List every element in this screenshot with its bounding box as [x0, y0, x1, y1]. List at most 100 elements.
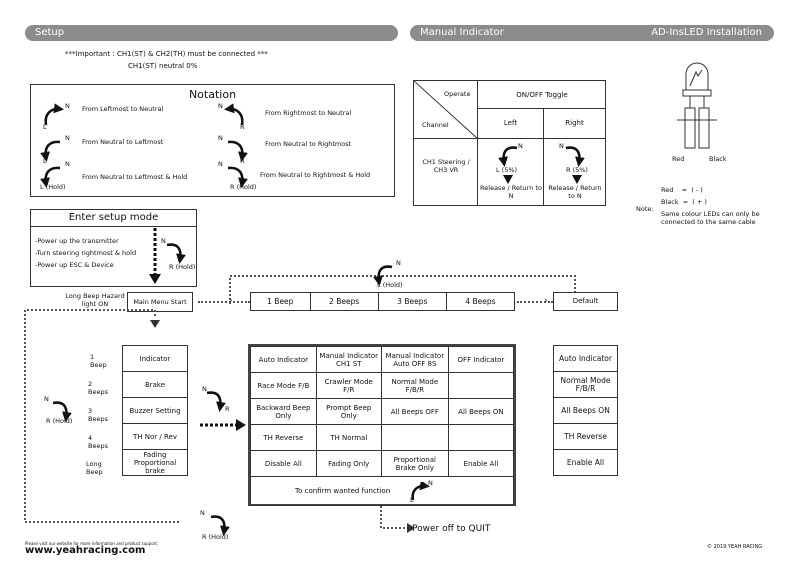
- options-table: Auto Indicator Manual Indicator CH1 ST M…: [250, 346, 515, 506]
- option-cell: [447, 372, 515, 399]
- menu-beeps: Long Beep: [86, 460, 103, 476]
- n-label: N: [44, 395, 49, 403]
- red-polarity: Red = ( - ): [661, 186, 703, 194]
- chevron-right-icon: ›: [544, 296, 548, 306]
- black-label: Black: [709, 155, 727, 163]
- l-hold-label: L (Hold): [40, 183, 66, 191]
- option-cell: Disable All: [250, 450, 317, 477]
- l-label: L: [410, 496, 414, 504]
- option-cell: [380, 424, 449, 451]
- option-cell: All Beeps ON: [447, 398, 515, 425]
- arrow-icon: [498, 146, 518, 167]
- n-label: N: [518, 142, 523, 150]
- n-label: N: [428, 479, 433, 487]
- arrow-icon: [411, 482, 430, 501]
- beep-cell: 1 Beep: [250, 292, 311, 311]
- default-cell: All Beeps ON: [553, 397, 618, 424]
- confirm-text: To confirm wanted function: [295, 487, 391, 495]
- beep-cell: 2 Beeps: [309, 292, 379, 311]
- same-colour-note: Same colour LEDs can only be connected t…: [661, 210, 760, 226]
- confirm-cell: To confirm wanted function: [250, 476, 514, 506]
- black-polarity: Black = ( + ): [661, 198, 707, 206]
- important-note: ***Important : CH1(ST) & CH2(TH) must be…: [65, 50, 268, 58]
- long-beep-label: Long Beep Hazard light ON: [65, 292, 125, 308]
- option-cell: Enable All: [447, 450, 515, 477]
- n-label: N: [161, 237, 166, 245]
- menu-item: Indicator: [122, 345, 188, 372]
- arrow-icon: [565, 146, 585, 167]
- right-label: Right: [565, 119, 584, 127]
- l-label: L: [43, 123, 47, 131]
- arrow-icon: [224, 103, 244, 126]
- ch1-label: CH1 Steering / CH3 VR: [422, 158, 470, 174]
- l-hold-label: L (Hold): [377, 281, 403, 289]
- default-box: Default: [553, 292, 618, 311]
- n-label: N: [559, 142, 564, 150]
- option-cell: All Beeps OFF: [380, 398, 449, 425]
- menu-beeps: 3 Beeps: [88, 407, 108, 423]
- arrow-icon: [40, 166, 61, 188]
- left-loop: [24, 309, 180, 523]
- r-label: R: [240, 123, 245, 131]
- channel-label: Channel: [422, 121, 449, 129]
- option-cell: TH Reverse: [250, 424, 317, 451]
- manual-header: Manual Indicator AD-InsLED Installation: [410, 25, 774, 41]
- red-label: Red: [672, 155, 685, 163]
- option-cell: Manual Indicator CH1 ST: [315, 346, 382, 373]
- release-left: Release / Return to N: [480, 184, 542, 200]
- setup-header: Setup: [25, 25, 398, 41]
- arrow-icon: [166, 243, 186, 264]
- toggle-label: ON/OFF Toggle: [516, 91, 568, 99]
- option-cell: Auto Indicator: [250, 346, 317, 373]
- defaults-table: Auto Indicator Normal Mode F/B/R All Bee…: [553, 345, 618, 476]
- default-cell: Auto Indicator: [553, 345, 618, 372]
- arrow-icon: [373, 265, 393, 286]
- menu-item: Buzzer Setting: [122, 397, 188, 424]
- menu-item: TH Nor / Rev: [122, 423, 188, 450]
- down-arrow-icon: [149, 228, 161, 284]
- arrow-icon: [210, 515, 230, 536]
- setup-step-2: -Turn steering rightmost & hold: [35, 249, 137, 257]
- r-label: R: [240, 157, 245, 165]
- option-cell: TH Normal: [315, 424, 382, 451]
- r-label: R: [225, 405, 230, 413]
- setup-step-1: -Power up the transmitter: [35, 237, 119, 245]
- menu-beeps: 1 Beep: [90, 353, 107, 369]
- n-label: N: [218, 102, 223, 110]
- led-diagram: [677, 62, 717, 149]
- note-label: Note:: [636, 205, 654, 213]
- operate-label: Operate: [444, 90, 471, 98]
- n-label: N: [218, 160, 223, 168]
- option-cell: Backward Beep Only: [250, 398, 317, 425]
- manual-table: Operate Channel ON/OFF Toggle Left Right…: [413, 80, 606, 206]
- default-cell: TH Reverse: [553, 423, 618, 450]
- main-menu-start-box: Main Menu Start: [127, 292, 193, 312]
- menu-beeps: 4 Beeps: [88, 434, 108, 450]
- r-hold-label: R (Hold): [46, 417, 73, 425]
- copyright: © 2019 YEAH RACING: [707, 544, 763, 550]
- menu-table: Indicator Brake Buzzer Setting TH Nor / …: [122, 345, 188, 476]
- notation-text: From Neutral to Rightmost & Hold: [260, 171, 371, 179]
- connector-dots: [517, 301, 553, 303]
- left-label: Left: [503, 119, 518, 127]
- notation-box: Notation: [30, 84, 395, 197]
- l-label: L: [43, 157, 47, 165]
- connector-dots: [198, 301, 250, 303]
- option-cell: Race Mode F/B: [250, 372, 317, 399]
- option-cell: [447, 424, 515, 451]
- footer-url[interactable]: www.yeahracing.com: [25, 545, 146, 556]
- option-cell: Manual Indicator Auto OFF 8S: [380, 346, 449, 373]
- l-pct-label: L (5%): [496, 166, 518, 174]
- n-label: N: [218, 134, 223, 142]
- setup-step-3: -Power up ESC & Device: [35, 261, 114, 269]
- r-hold-label: R (Hold): [169, 263, 196, 271]
- enter-setup-box: Enter setup mode -Power up the transmitt…: [30, 209, 197, 287]
- menu-item: Fading Proportional brake: [122, 449, 188, 476]
- right-arrow-icon: [200, 419, 246, 431]
- r-hold-label: R (Hold): [230, 183, 257, 191]
- notation-text: From Leftmost to Neutral: [82, 105, 164, 113]
- notation-text: From Neutral to Leftmost: [82, 138, 164, 146]
- notation-text: From Neutral to Leftmost & Hold: [82, 173, 188, 181]
- n-label: N: [200, 509, 205, 517]
- chevron-right-icon: ›: [229, 296, 233, 306]
